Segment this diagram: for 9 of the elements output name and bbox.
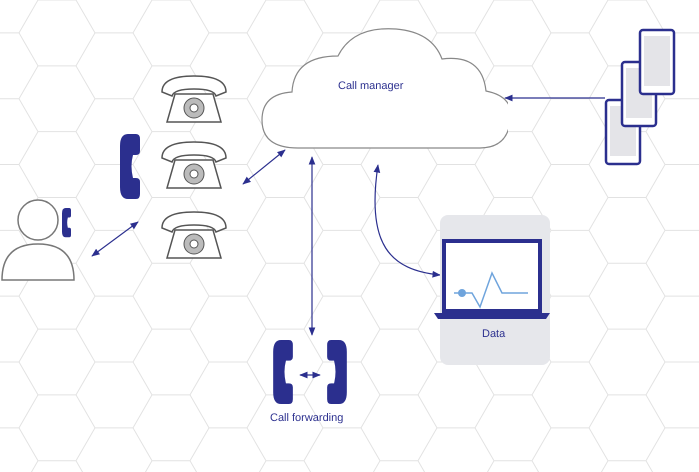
arrow bbox=[308, 156, 316, 336]
arrow bbox=[91, 222, 139, 256]
arrow bbox=[242, 149, 286, 185]
arrow bbox=[299, 372, 321, 378]
laptop-caption: Data bbox=[482, 328, 506, 340]
cloud-label: Call manager bbox=[338, 80, 404, 92]
arrow bbox=[504, 94, 605, 102]
arrow bbox=[374, 164, 441, 278]
call-forwarding-label: Call forwarding bbox=[270, 412, 344, 424]
